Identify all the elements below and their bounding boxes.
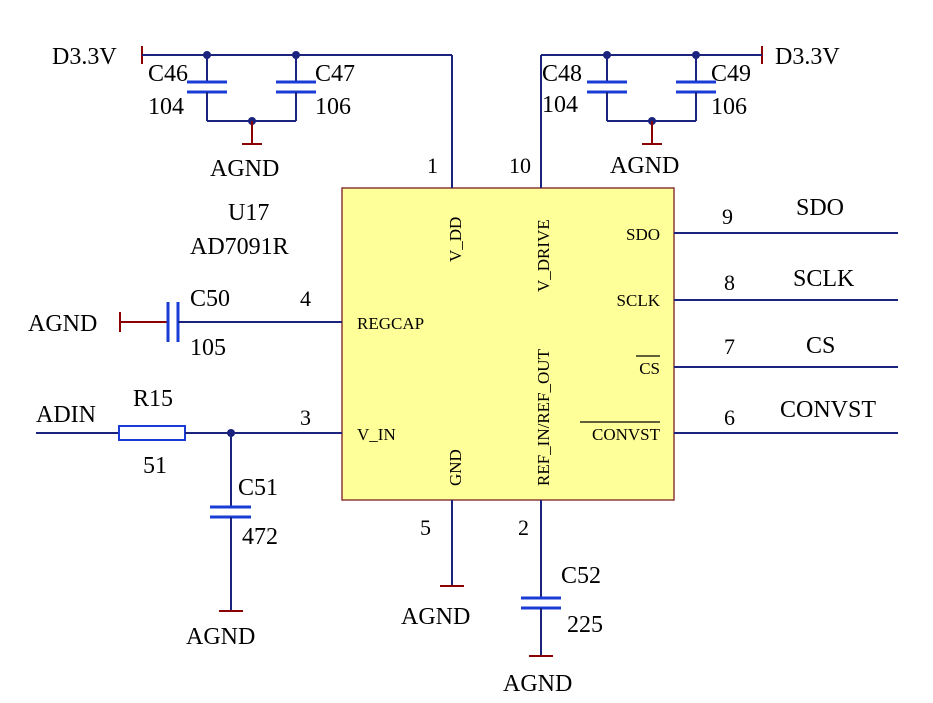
c52-ref: C52 (561, 563, 601, 589)
c50-ref: C50 (190, 286, 230, 312)
pin-label-cs: CS (639, 359, 660, 378)
net-label-cs: CS (806, 333, 835, 359)
gnd-label-vin: AGND (186, 624, 255, 650)
c48-ref: C48 (542, 61, 582, 87)
pin-num-convst: 6 (724, 405, 735, 430)
pin-num-sdo: 9 (722, 204, 733, 229)
ic-body (341, 187, 675, 501)
pin-label-refio: REF_IN/REF_OUT (534, 348, 553, 486)
pin-label-sclk: SCLK (617, 291, 661, 310)
gnd-label-left-top: AGND (210, 156, 279, 182)
c46-value: 104 (148, 94, 184, 120)
pin-label-convst: CONVST (592, 425, 661, 444)
ic-ref: U17 (228, 200, 269, 226)
ref-network (521, 500, 561, 657)
power-label-right: D3.3V (775, 44, 840, 70)
net-label-sclk: SCLK (793, 266, 855, 292)
pin-num-vin: 3 (300, 405, 311, 430)
gnd-label-ref: AGND (503, 671, 572, 697)
pin-label-regcap: REGCAP (357, 314, 424, 333)
pin-label-gnd: GND (446, 449, 465, 486)
regcap-network (119, 302, 342, 342)
net-label-adin: ADIN (36, 402, 96, 428)
gnd-label-regcap: AGND (28, 311, 97, 337)
pin-num-vdrive: 10 (509, 153, 531, 178)
c49-value: 106 (711, 94, 747, 120)
pin-num-vdd: 1 (427, 153, 438, 178)
pin-num-sclk: 8 (724, 270, 735, 295)
c47-value: 106 (315, 94, 351, 120)
c47-ref: C47 (315, 61, 355, 87)
pin-label-vdrive: V_DRIVE (534, 219, 553, 292)
pin-num-regcap: 4 (300, 286, 311, 311)
pin-label-vdd: V_DD (446, 217, 465, 262)
gnd-label-right-top: AGND (610, 153, 679, 179)
pin-label-vin: V_IN (357, 425, 396, 444)
r15-ref: R15 (133, 386, 173, 412)
c51-value: 472 (242, 524, 278, 550)
c51-ref: C51 (238, 475, 278, 501)
pin-label-sdo: SDO (626, 225, 660, 244)
pin-num-refio: 2 (518, 515, 529, 540)
gnd-label-center: AGND (401, 604, 470, 630)
power-label-left: D3.3V (52, 44, 117, 70)
left-power-network (141, 46, 453, 188)
r15-value: 51 (143, 453, 167, 479)
signal-wires (674, 232, 898, 434)
c49-ref: C49 (711, 61, 751, 87)
net-label-sdo: SDO (796, 195, 844, 221)
pin-num-gnd: 5 (420, 515, 431, 540)
c46-ref: C46 (148, 61, 188, 87)
pin-num-cs: 7 (724, 334, 735, 359)
gnd-pin-network (440, 500, 464, 587)
vin-network (36, 425, 342, 612)
net-label-convst: CONVST (780, 397, 876, 423)
c48-value: 104 (542, 92, 578, 118)
right-power-network (540, 46, 763, 188)
c52-value: 225 (567, 612, 603, 638)
ic-part: AD7091R (190, 234, 289, 260)
c50-value: 105 (190, 335, 226, 361)
